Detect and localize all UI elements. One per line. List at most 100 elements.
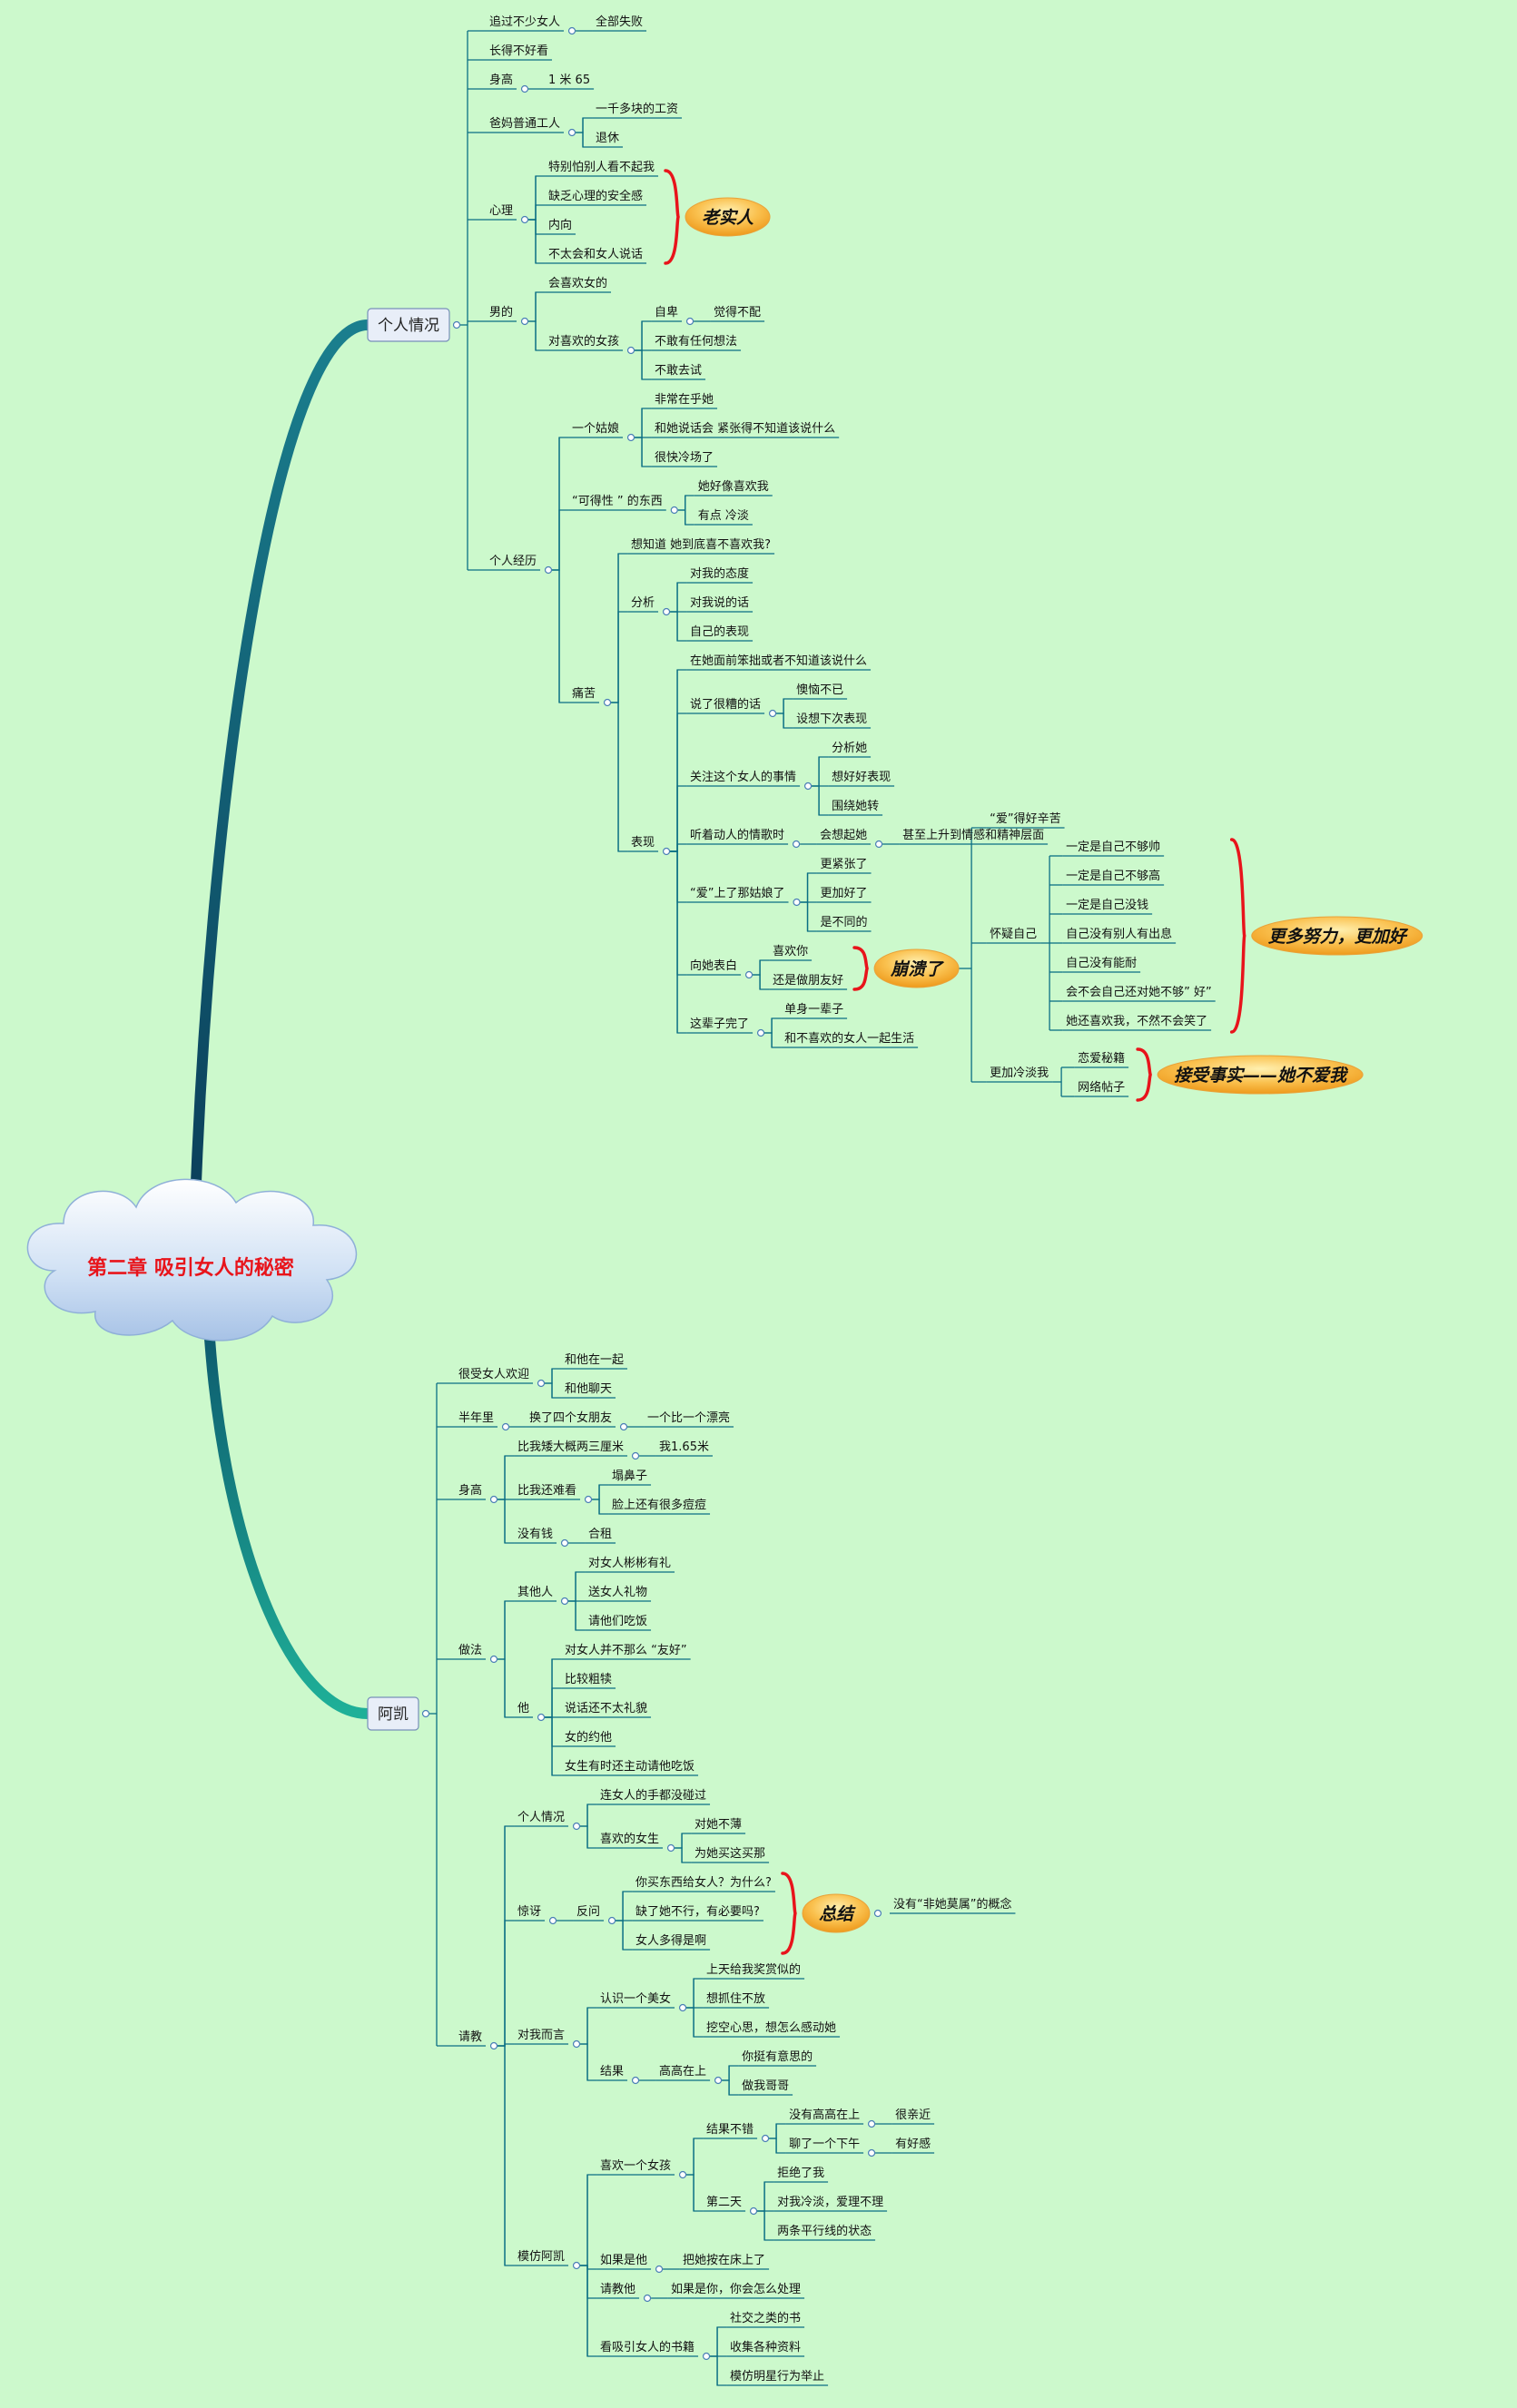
collapse-toggle-icon[interactable]	[607, 1916, 616, 1925]
floating-node[interactable]: 自己没有能耐	[1066, 957, 1137, 970]
collapse-toggle-icon[interactable]	[572, 2039, 581, 2049]
node-n78[interactable]: 女生有时还主动请他吃饭	[565, 1759, 694, 1774]
node-n53[interactable]: 表现	[631, 836, 655, 850]
node-n115[interactable]: 收集各种资料	[730, 2340, 801, 2354]
node-n25[interactable]: 有点 冷淡	[698, 509, 749, 523]
node-n22[interactable]: 很快冷场了	[655, 451, 714, 465]
collapse-toggle-icon[interactable]	[874, 840, 883, 849]
collapse-toggle-icon[interactable]	[572, 2261, 581, 2270]
node-n12[interactable]: 心理	[489, 204, 513, 218]
node-n103[interactable]: 聊了一个下午	[789, 2138, 860, 2151]
node-n105[interactable]: 拒绝了我	[777, 2166, 824, 2180]
collapse-toggle-icon[interactable]	[714, 2076, 723, 2085]
collapse-toggle-icon[interactable]	[678, 2003, 687, 2012]
collapse-toggle-icon[interactable]	[662, 607, 671, 616]
node-n20[interactable]: 非常在乎她	[655, 393, 714, 407]
node-n9[interactable]: 缺乏心理的安全感	[548, 189, 643, 203]
node-n89[interactable]: 反问	[576, 1905, 600, 1919]
node-n57[interactable]: 和他聊天	[565, 1382, 612, 1396]
node-n13[interactable]: 会喜欢女的	[548, 276, 607, 290]
collapse-toggle-icon[interactable]	[803, 781, 813, 791]
node-n67[interactable]: 合租	[588, 1528, 612, 1541]
collapse-toggle-icon[interactable]	[544, 565, 553, 575]
collapse-toggle-icon[interactable]	[873, 1909, 882, 1918]
floating-node[interactable]: 网络帖子	[1078, 1080, 1125, 1095]
node-n111[interactable]: 如果是他	[600, 2253, 647, 2267]
node-n102[interactable]: 有好感	[895, 2137, 931, 2151]
node-n74[interactable]: 对女人并不那么 “友好”	[565, 1643, 687, 1657]
node-n17[interactable]: 不敢去试	[655, 364, 702, 378]
collapse-toggle-icon[interactable]	[489, 1495, 498, 1504]
node-n28[interactable]: 对我的态度	[690, 566, 749, 581]
node-n16[interactable]: 不敢有任何想法	[655, 334, 737, 349]
collapse-toggle-icon[interactable]	[702, 2352, 711, 2361]
summary-breakdown[interactable]	[873, 948, 960, 988]
node-n117[interactable]: 看吸引女人的书籍	[600, 2340, 694, 2354]
node-n97[interactable]: 高高在上	[659, 2064, 706, 2079]
node-n27[interactable]: 想知道 她到底喜不喜欢我?	[631, 537, 771, 552]
node-n70[interactable]: 对女人彬彬有礼	[588, 1556, 671, 1570]
node-n6[interactable]: 退休	[596, 132, 619, 145]
node-n26[interactable]: “可得性 ” 的东西	[572, 494, 663, 508]
node-n44[interactable]: 更加好了	[821, 887, 868, 900]
node-n91[interactable]: 上天给我奖赏似的	[706, 1962, 801, 1977]
node-n18[interactable]: 对喜欢的女孩	[548, 334, 619, 349]
collapse-toggle-icon[interactable]	[626, 433, 635, 442]
collapse-toggle-icon[interactable]	[792, 840, 801, 849]
node-n75[interactable]: 比较粗犊	[565, 1673, 612, 1686]
summary-more-effort[interactable]	[1251, 916, 1423, 956]
floating-node[interactable]: “爱”得好辛苦	[990, 811, 1060, 826]
collapse-toggle-icon[interactable]	[520, 215, 529, 224]
node-n46[interactable]: “爱”上了那姑娘了	[690, 887, 784, 900]
root-cloud[interactable]	[26, 1178, 358, 1342]
node-n39[interactable]: 关注这个女人的事情	[690, 770, 796, 784]
collapse-toggle-icon[interactable]	[567, 128, 576, 137]
summary-honest[interactable]	[685, 197, 771, 237]
floating-node[interactable]: 自己没有别人有出息	[1066, 927, 1172, 941]
branch-box-0[interactable]	[367, 308, 450, 342]
collapse-toggle-icon[interactable]	[678, 2170, 687, 2179]
branch-box-1[interactable]	[367, 1696, 419, 1731]
node-n37[interactable]: 想好好表现	[832, 770, 891, 784]
node-n62[interactable]: 我1.65米	[659, 1440, 709, 1454]
node-n73[interactable]: 其他人	[517, 1586, 553, 1599]
collapse-toggle-icon[interactable]	[603, 698, 612, 707]
node-n93[interactable]: 挖空心思，想怎么感动她	[706, 2020, 836, 2035]
collapse-toggle-icon[interactable]	[560, 1597, 569, 1606]
node-n66[interactable]: 比我还难看	[517, 1483, 576, 1498]
collapse-toggle-icon[interactable]	[560, 1538, 569, 1548]
node-n3[interactable]: 1 米 65	[548, 74, 590, 87]
node-n35[interactable]: 说了很糟的话	[690, 697, 761, 712]
collapse-toggle-icon[interactable]	[501, 1422, 510, 1431]
node-n86[interactable]: 你买东西给女人？为什么?	[635, 1875, 772, 1890]
node-n106[interactable]: 对我冷淡，爱理不理	[777, 2196, 883, 2209]
collapse-toggle-icon[interactable]	[489, 1655, 498, 1664]
collapse-toggle-icon[interactable]	[567, 26, 576, 35]
floating-node[interactable]: 一定是自己不够帅	[1066, 840, 1160, 854]
node-n94[interactable]: 认识一个美女	[600, 1991, 671, 2006]
node-n118[interactable]: 模仿阿凯	[517, 2250, 565, 2264]
summary-accept[interactable]	[1157, 1055, 1364, 1095]
collapse-toggle-icon[interactable]	[744, 970, 754, 979]
node-n84[interactable]: 喜欢的女生	[600, 1832, 659, 1846]
node-n33[interactable]: 懊恼不已	[796, 683, 843, 697]
node-n95[interactable]: 你挺有意思的	[742, 2049, 813, 2064]
node-n68[interactable]: 没有钱	[517, 1528, 553, 1541]
floating-node[interactable]: 怀疑自己	[990, 927, 1037, 941]
node-n63[interactable]: 比我矮大概两三厘米	[517, 1440, 624, 1454]
node-n96[interactable]: 做我哥哥	[742, 2079, 789, 2093]
collapse-toggle-icon[interactable]	[452, 320, 461, 329]
node-n11[interactable]: 不太会和女人说话	[548, 247, 643, 261]
collapse-toggle-icon[interactable]	[761, 2134, 770, 2143]
node-n31[interactable]: 分析	[631, 596, 655, 610]
node-n50[interactable]: 单身一辈子	[784, 1002, 843, 1017]
node-n116[interactable]: 模仿明星行为举止	[730, 2370, 824, 2383]
node-n88[interactable]: 女人多得是啊	[635, 1933, 706, 1948]
collapse-toggle-icon[interactable]	[756, 1028, 765, 1037]
node-n1[interactable]: 追过不少女人	[489, 15, 560, 29]
node-n90[interactable]: 惊讶	[517, 1905, 541, 1919]
summary-conclusion[interactable]	[802, 1893, 871, 1933]
floating-node[interactable]: 会不会自己还对她不够” 好”	[1066, 986, 1212, 999]
collapse-toggle-icon[interactable]	[537, 1379, 546, 1388]
collapse-toggle-icon[interactable]	[619, 1422, 628, 1431]
